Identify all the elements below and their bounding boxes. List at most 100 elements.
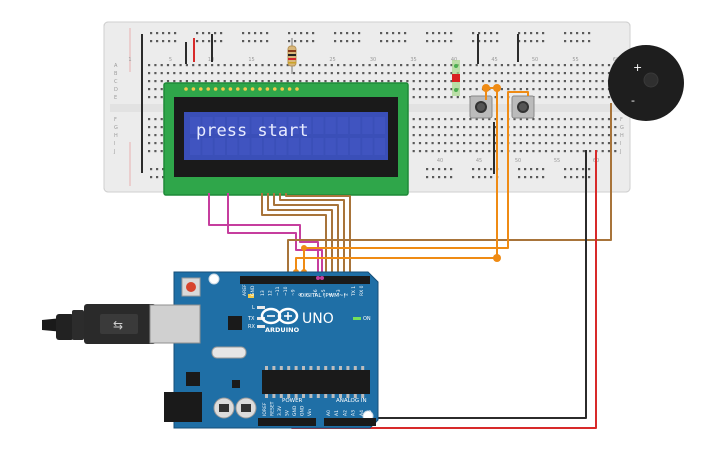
row-label-left: B [114,71,118,77]
crystal [211,346,247,359]
row-label-right: H [620,133,624,139]
lcd-pin [191,87,196,91]
lcd-cell [300,117,312,134]
row-label-left: D [114,87,118,93]
indicator-led[interactable] [452,60,460,96]
pin-label-digital: 4 [328,293,334,296]
analog-header[interactable] [324,418,376,426]
pushbutton-start[interactable] [469,95,493,119]
lcd-cell [349,117,361,134]
rx-led [257,325,265,328]
lcd-cell [288,138,299,155]
chip-leg [331,394,335,398]
pushbutton-action[interactable] [511,95,535,119]
lcd-cell [337,138,349,155]
lcd-cell [300,138,312,155]
lcd-pin [280,87,285,91]
column-label-top: 45 [491,57,497,63]
lcd-cell [374,117,385,134]
column-label-top: 5 [169,57,172,63]
column-label-top: 25 [329,57,335,63]
chip-leg [324,394,328,398]
pin-label-power: IOREF [262,402,268,416]
row-label-left: J [113,149,115,155]
chip-leg [353,366,357,370]
usb-icon: ⇆ [113,318,123,332]
pin-label-analog: A3 [351,410,357,416]
usb-chip [228,316,242,330]
lcd-cell [349,138,361,155]
pin-label-digital: 2 [344,293,350,296]
breadboard-jumpers[interactable] [141,34,597,186]
column-label-top: 35 [410,57,416,63]
lcd-cell [288,117,299,134]
chip-leg [302,394,305,398]
resistor[interactable] [287,38,297,74]
lcd-cell [276,117,287,134]
piezo-buzzer[interactable]: + - [608,45,684,121]
pin-label-digital: ~11 [275,286,281,296]
chip-leg [294,394,298,398]
row-label-left: G [114,125,118,131]
column-label-bottom: 55 [554,158,560,164]
digital-header[interactable] [240,276,370,284]
lcd-pin [250,87,255,91]
lcd-display[interactable]: press start [163,82,409,196]
lcd-cell [362,117,373,134]
reset-button[interactable] [186,282,196,292]
pin-label-power: 5V [285,409,291,416]
microcontroller-chip [262,370,370,394]
pin-label-power: GND [300,405,306,416]
column-label-top: 55 [572,57,578,63]
power-label: POWER [282,398,303,404]
row-label-right: G [620,125,624,131]
arduino-board[interactable]: L TX RX ON ARDUINO UNO DIGITAL (PWM~) AN… [149,271,379,429]
row-label-right: F [620,117,623,123]
pin-label-analog: A1 [334,410,340,416]
lcd-cell [251,138,262,155]
on-label: ON [363,316,371,322]
lcd-pin [287,87,292,91]
buzzer-plus-label: + [633,61,642,74]
lcd-cell [325,138,336,155]
power-header[interactable] [258,418,316,426]
buzzer-minus-label: - [631,94,635,107]
pin-label-power: Vin [307,409,313,416]
pin-label-digital: TX 1 [351,286,357,297]
chip-leg [287,394,291,398]
chip-leg [272,366,276,370]
chip-leg [265,366,268,370]
column-label-top: 50 [532,57,538,63]
l-led [257,306,265,309]
lcd-text: press start [196,121,309,141]
lcd-pin [236,87,240,91]
lcd-cell [263,138,275,155]
lcd-pin [184,87,188,91]
lcd-cell [226,117,238,134]
lcd-cell [214,117,226,134]
column-label-top: 15 [248,57,254,63]
chip-leg [353,394,357,398]
column-label-bottom: 40 [437,158,443,164]
pin-label-digital: ~9 [290,289,296,296]
column-label-top: 30 [370,57,376,63]
chip-leg [309,394,313,398]
chip-leg [309,366,313,370]
pin-label-gnd: GND [250,285,256,296]
lcd-cell [362,138,373,155]
pin-label-digital: ~3 [336,289,342,296]
lcd-cell [313,117,324,134]
lcd-cell [202,138,213,155]
lcd-cell [226,138,238,155]
chip-leg [272,394,276,398]
row-label-left: F [114,117,117,123]
lcd-pin [295,87,299,91]
board-model: UNO [302,311,334,327]
lcd-pin [199,87,203,91]
lcd-cell [313,138,324,155]
chip-leg [339,394,342,398]
